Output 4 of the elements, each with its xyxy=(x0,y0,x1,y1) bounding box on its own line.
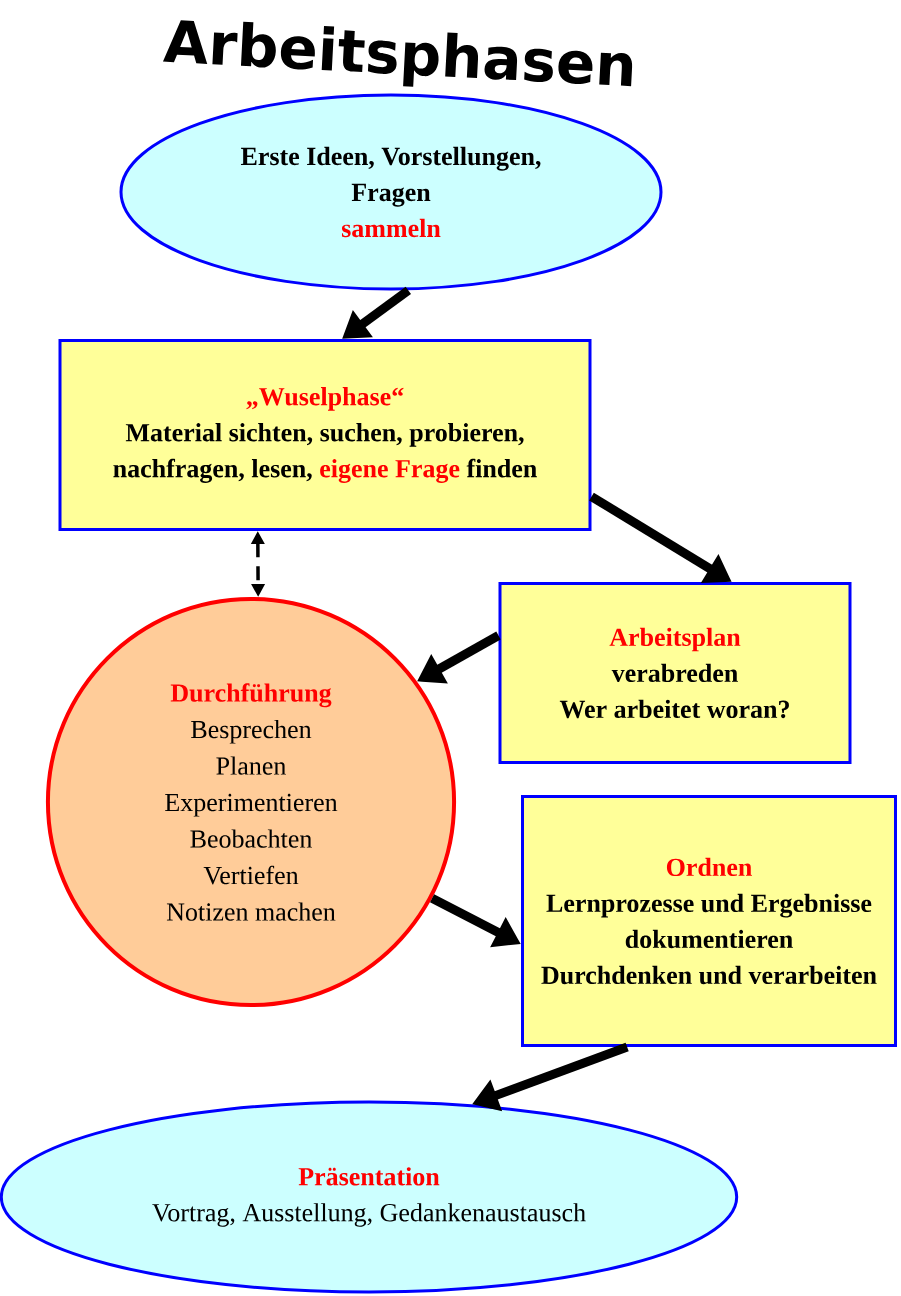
phase-box: Arbeitsplan verabreden Wer arbeitet woran? xyxy=(498,582,852,764)
phase-box: „Wuselphase“ Material sichten, suchen, probieren, nachfragen, lesen, eigene Frage finden xyxy=(58,339,592,531)
phase-box: Ordnen Lernprozesse und Ergebnisse dokumentieren Durchdenken und verarbeiten xyxy=(521,795,897,1047)
title: Arbeitsphasen xyxy=(163,20,633,87)
